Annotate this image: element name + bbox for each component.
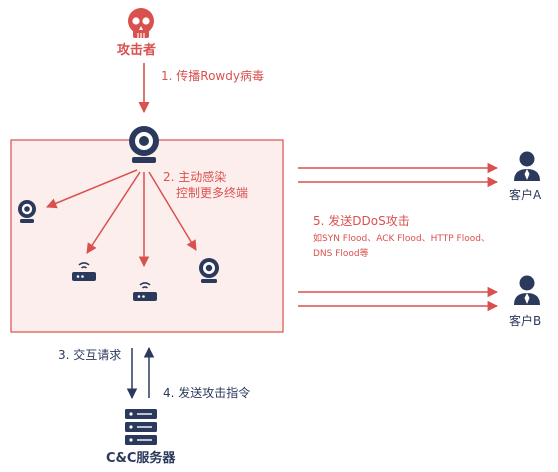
infection-arrows — [46, 169, 197, 268]
webcam-icon — [199, 258, 219, 283]
attacker-label: 攻击者 — [117, 43, 157, 58]
router-icon — [72, 262, 96, 281]
step-2-label-line1: 2. 主动感染 — [163, 170, 227, 184]
step-3-label: 3. 交互请求 — [58, 348, 122, 362]
step-5-detail-line1: 如SYN Flood、ACK Flood、HTTP Flood、 — [313, 234, 490, 244]
user-icon — [514, 151, 540, 181]
step-4-label: 4. 发送攻击指令 — [163, 386, 251, 400]
skull-icon — [128, 8, 154, 38]
client-b-label: 客户B — [509, 314, 542, 328]
client-a-label: 客户A — [509, 188, 542, 202]
router-icon — [133, 282, 157, 301]
server-icon — [125, 409, 157, 445]
cnc-server-label: C&C服务器 — [106, 451, 176, 466]
step-2-label-line2: 控制更多终端 — [176, 186, 249, 200]
user-icon — [514, 275, 540, 305]
ddos-arrows-b — [298, 286, 499, 312]
infected-network-box — [10, 139, 284, 333]
step-5-detail-line2: DNS Flood等 — [313, 249, 369, 259]
step-5-label: 5. 发送DDoS攻击 — [313, 214, 410, 228]
webcam-icon — [129, 126, 159, 163]
ddos-arrows-a — [298, 162, 499, 188]
webcam-icon — [18, 200, 36, 223]
step-1-label: 1. 传播Rowdy病毒 — [161, 69, 264, 83]
